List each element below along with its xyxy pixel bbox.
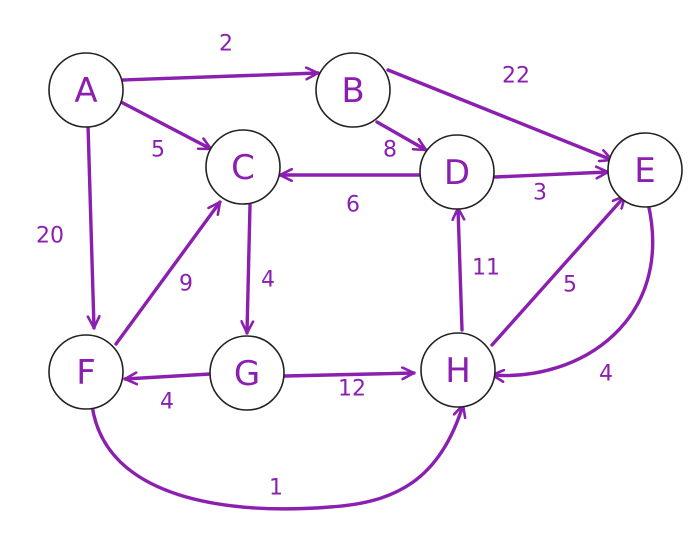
weight-c-g: 4: [261, 268, 275, 293]
node-label-e: E: [634, 151, 655, 191]
edge-b-e: [386, 68, 614, 160]
edge-h-e: [490, 194, 627, 347]
edge-g-f: [123, 374, 212, 379]
weight-h-e: 5: [563, 273, 577, 298]
edge-g-h: [283, 373, 416, 376]
weight-b-e: 22: [502, 64, 530, 89]
edge-f-h: [90, 403, 463, 511]
edge-a-f: [86, 123, 94, 330]
node-label-c: C: [231, 148, 255, 188]
node-label-g: G: [234, 354, 260, 394]
node-g: G: [209, 335, 285, 411]
edge-b-d: [375, 120, 428, 152]
weight-f-c: 9: [179, 272, 193, 297]
node-f: F: [48, 334, 124, 410]
weight-f-h: 1: [269, 476, 283, 501]
edge-a-b: [121, 73, 320, 82]
weight-g-f: 4: [160, 390, 174, 415]
weight-g-h: 12: [338, 377, 366, 402]
edge-weights: 2 5 20 22 8 6 3 4 9 4 12 11 5 4 1: [36, 32, 613, 501]
weight-a-b: 2: [219, 32, 233, 57]
node-a: A: [48, 52, 124, 128]
edge-e-h: [490, 201, 655, 376]
edge-a-c: [119, 100, 213, 151]
weight-b-d: 8: [383, 138, 397, 163]
node-c: C: [205, 129, 281, 205]
node-label-d: D: [444, 153, 470, 193]
weight-a-c: 5: [151, 138, 165, 163]
node-b: B: [315, 52, 391, 128]
node-label-h: H: [445, 351, 471, 391]
edge-d-e: [493, 172, 610, 177]
edge-f-c: [114, 200, 222, 346]
weight-h-d: 11: [472, 256, 500, 281]
weight-d-e: 3: [533, 181, 547, 206]
node-h: H: [420, 332, 496, 408]
node-d: D: [419, 134, 495, 210]
edge-c-g: [247, 203, 250, 335]
node-label-f: F: [76, 353, 96, 393]
nodes: A B C D E F G H: [48, 52, 683, 411]
node-label-a: A: [74, 71, 97, 111]
node-e: E: [607, 132, 683, 208]
node-label-b: B: [341, 71, 364, 111]
edge-h-d: [458, 206, 462, 332]
weight-a-f: 20: [36, 224, 64, 249]
edges: [86, 68, 655, 511]
weight-d-c: 6: [346, 193, 360, 218]
weight-e-h: 4: [599, 362, 613, 387]
